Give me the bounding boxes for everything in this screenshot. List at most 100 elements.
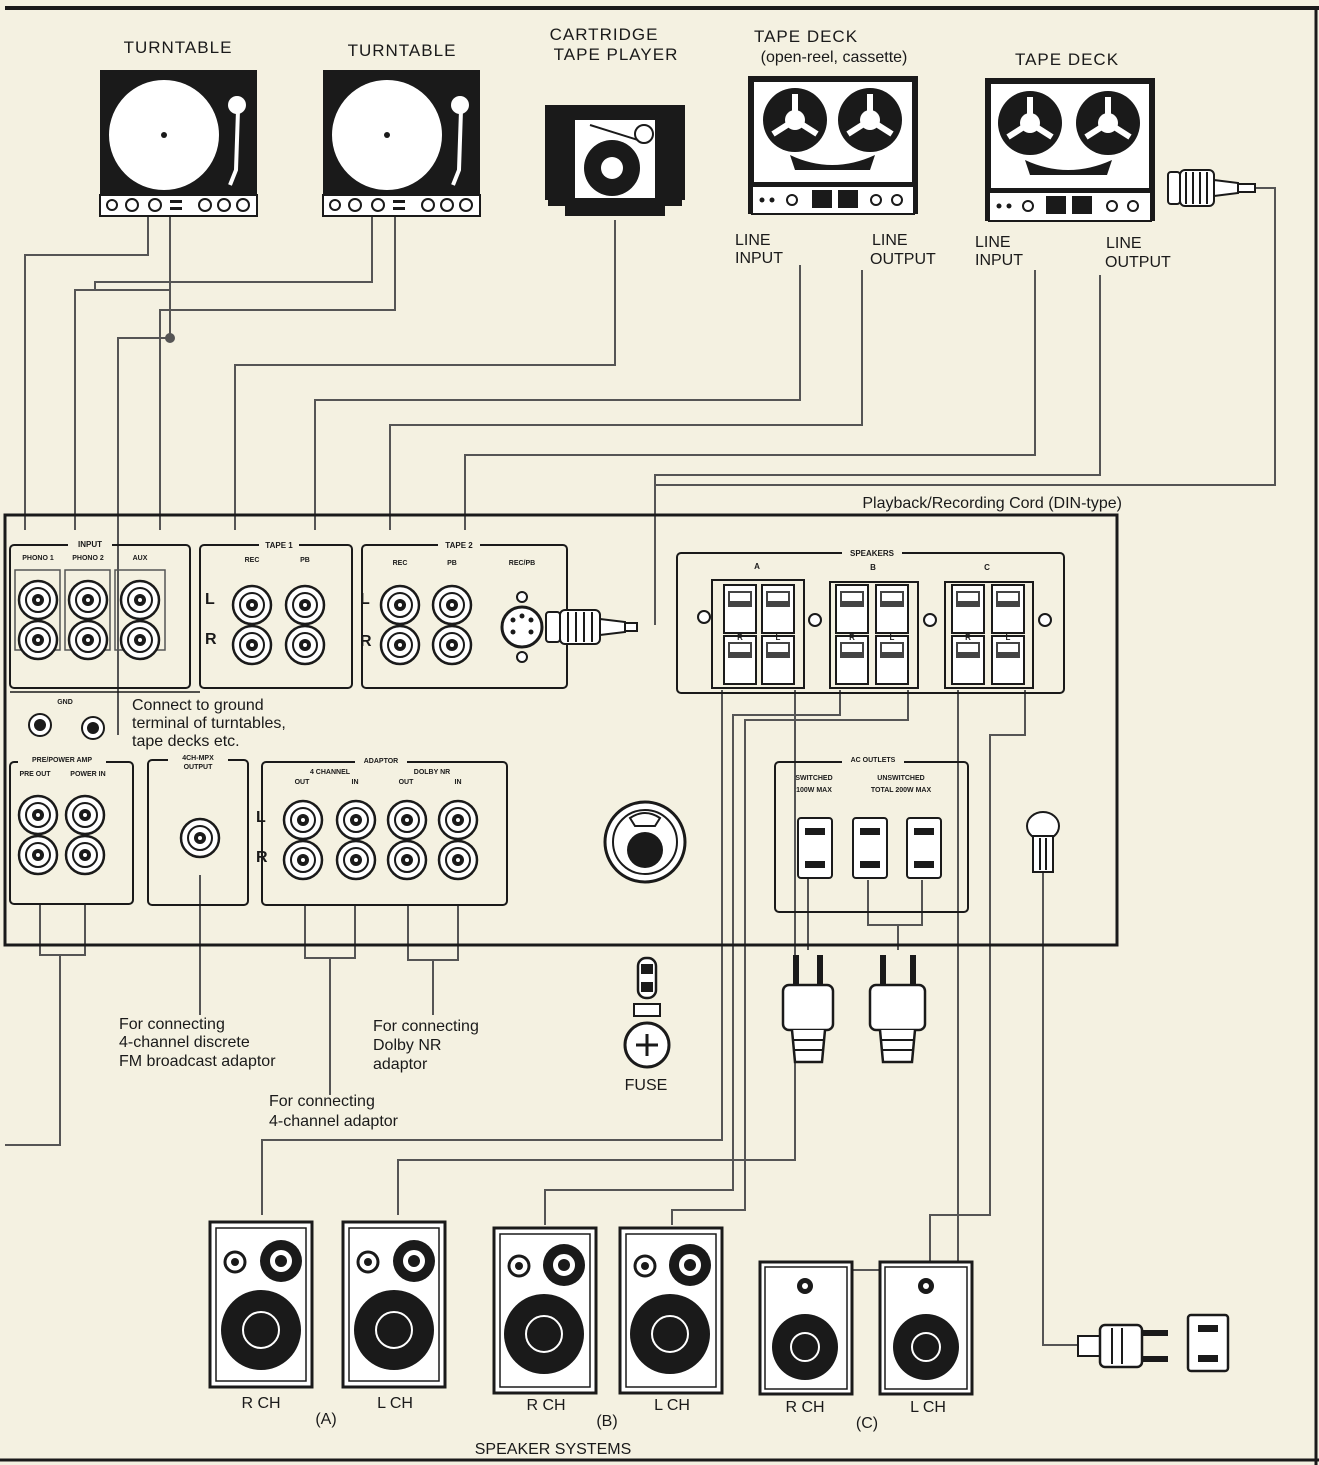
tape2-pb-left-jack[interactable] xyxy=(431,584,473,626)
four-channel-label: 4 CHANNEL xyxy=(310,769,351,776)
turntable-2-label: TURNTABLE xyxy=(348,41,457,60)
speaker-c-left-pos-terminal[interactable] xyxy=(991,584,1025,634)
speakers-label: SPEAKERS xyxy=(850,549,895,558)
gnd-label: GND xyxy=(57,699,73,706)
tape-deck-2-io-labels: LINE INPUT LINE OUTPUT xyxy=(975,234,1171,271)
dolby-in-right-jack[interactable] xyxy=(437,839,479,881)
tape-deck-1-title: TAPE DECK xyxy=(754,27,858,46)
ground-note-line3: tape decks etc. xyxy=(132,733,240,750)
turntable-1-illustration xyxy=(99,70,258,217)
speaker-c-rch-label: R CH xyxy=(785,1399,824,1416)
group-b-label: (B) xyxy=(596,1413,617,1430)
speaker-b-lch-label: L CH xyxy=(654,1397,690,1414)
tape-deck-2-title: TAPE DECK xyxy=(1015,50,1119,69)
dolby-out-right-jack[interactable] xyxy=(386,839,428,881)
mpx-label-line2: OUTPUT xyxy=(184,764,214,771)
tape2-recpb-label: REC/PB xyxy=(509,560,535,567)
four-ch-out-left-jack[interactable] xyxy=(282,799,324,841)
tape1-pb-left-jack[interactable] xyxy=(284,584,326,626)
four-ch-in-right-jack[interactable] xyxy=(335,839,377,881)
switched-max-label: 100W MAX xyxy=(796,787,832,794)
pre-power-section: PRE/POWER AMP PRE OUT POWER IN xyxy=(9,755,134,905)
tape2-rec-right-jack[interactable] xyxy=(379,624,421,666)
tape1-r-label: R xyxy=(205,631,217,648)
input-section: INPUT PHONO 1 PHONO 2 AUX xyxy=(9,539,191,689)
speaker-a-left-pos-terminal[interactable] xyxy=(761,584,795,634)
din-plug-top-icon xyxy=(1167,169,1256,207)
tape1-pb-right-jack[interactable] xyxy=(284,624,326,666)
power-cord-grommet-icon xyxy=(1026,811,1060,873)
four-ch-in-left-jack[interactable] xyxy=(335,799,377,841)
dolby-out-left-jack[interactable] xyxy=(386,799,428,841)
speaker-b-right-pos-terminal[interactable] xyxy=(835,584,869,634)
switched-outlet[interactable] xyxy=(797,817,833,879)
speaker-b-l-mark: L xyxy=(890,633,895,642)
speaker-a-left-neg-terminal[interactable] xyxy=(761,635,795,685)
group-a-label: (A) xyxy=(315,1411,336,1428)
tape1-pb-label: PB xyxy=(300,557,310,564)
speaker-c-left-neg-terminal[interactable] xyxy=(991,635,1025,685)
adaptor-l-label: L xyxy=(256,809,266,826)
gnd-terminal-2[interactable] xyxy=(81,716,105,740)
mains-plug-icon xyxy=(1077,1323,1168,1369)
unswitched-outlet-2[interactable] xyxy=(906,817,942,879)
turntable-2-illustration xyxy=(322,70,481,217)
mpx-output-section: 4CH-MPX OUTPUT xyxy=(147,754,249,906)
fm-note-line1: For connecting xyxy=(119,1016,225,1033)
preout-left-jack[interactable] xyxy=(17,794,59,836)
phono1-right-jack[interactable] xyxy=(17,619,59,661)
dolby-in-left-jack[interactable] xyxy=(437,799,479,841)
preout-label: PRE OUT xyxy=(19,771,51,778)
fuse-holder-icon[interactable] xyxy=(603,800,687,884)
tape-deck-1-io-labels: LINE INPUT LINE OUTPUT xyxy=(735,232,936,268)
powerin-right-jack[interactable] xyxy=(64,834,106,876)
speaker-c-right-pos-terminal[interactable] xyxy=(951,584,985,634)
tape2-rec-left-jack[interactable] xyxy=(379,584,421,626)
din-socket[interactable] xyxy=(500,591,544,663)
speaker-b-left-neg-terminal[interactable] xyxy=(875,635,909,685)
mpx-output-jack[interactable] xyxy=(179,817,221,859)
fuse-icon xyxy=(623,956,671,1069)
speaker-a-lch-label: L CH xyxy=(377,1395,413,1412)
aux-right-jack[interactable] xyxy=(119,619,161,661)
tape2-section: TAPE 2 REC PB REC/PB L R xyxy=(360,539,638,689)
tape1-rec-right-jack[interactable] xyxy=(231,624,273,666)
ac-outlets-section: AC OUTLETS SWITCHED 100W MAX UNSWITCHED … xyxy=(774,755,969,913)
group-c-label: (C) xyxy=(856,1415,878,1432)
tape1-rec-label: REC xyxy=(245,557,260,564)
unswitched-max-label: TOTAL 200W MAX xyxy=(871,787,932,794)
speaker-a-right-pos-terminal[interactable] xyxy=(723,584,757,634)
speaker-c-right-neg-terminal[interactable] xyxy=(951,635,985,685)
speaker-c-r-mark: R xyxy=(965,633,971,642)
tape2-pb-right-jack[interactable] xyxy=(431,624,473,666)
phono1-left-jack[interactable] xyxy=(17,579,59,621)
speaker-b-right-neg-terminal[interactable] xyxy=(835,635,869,685)
deck1-line-output-l2: OUTPUT xyxy=(870,251,936,268)
speaker-a-right xyxy=(208,1220,314,1389)
dolby-out-label: OUT xyxy=(399,779,415,786)
tape1-rec-left-jack[interactable] xyxy=(231,584,273,626)
tape-deck-1-illustration xyxy=(748,76,918,215)
phono2-left-jack[interactable] xyxy=(67,579,109,621)
powerin-left-jack[interactable] xyxy=(64,794,106,836)
ac-plug-2-icon xyxy=(868,955,927,1064)
adaptor-note-line2: 4-channel adaptor xyxy=(269,1113,399,1130)
tape1-l-label: L xyxy=(205,591,215,608)
powerin-label: POWER IN xyxy=(70,771,105,778)
unswitched-outlet-1[interactable] xyxy=(852,817,888,879)
phono2-right-jack[interactable] xyxy=(67,619,109,661)
cable-lines xyxy=(5,187,1276,1346)
adaptor-r-label: R xyxy=(256,849,268,866)
cartridge-player-illustration xyxy=(545,105,685,216)
speaker-b-left-pos-terminal[interactable] xyxy=(875,584,909,634)
speaker-b-rch-label: R CH xyxy=(526,1397,565,1414)
aux-left-jack[interactable] xyxy=(119,579,161,621)
wall-outlet-icon xyxy=(1186,1313,1230,1373)
gnd-terminal-1[interactable] xyxy=(28,713,52,737)
preout-right-jack[interactable] xyxy=(17,834,59,876)
speaker-a-right-neg-terminal[interactable] xyxy=(723,635,757,685)
tape2-r-label: R xyxy=(360,633,372,650)
prepower-label: PRE/POWER AMP xyxy=(32,757,92,764)
phono2-label: PHONO 2 xyxy=(72,555,104,562)
four-ch-out-right-jack[interactable] xyxy=(282,839,324,881)
